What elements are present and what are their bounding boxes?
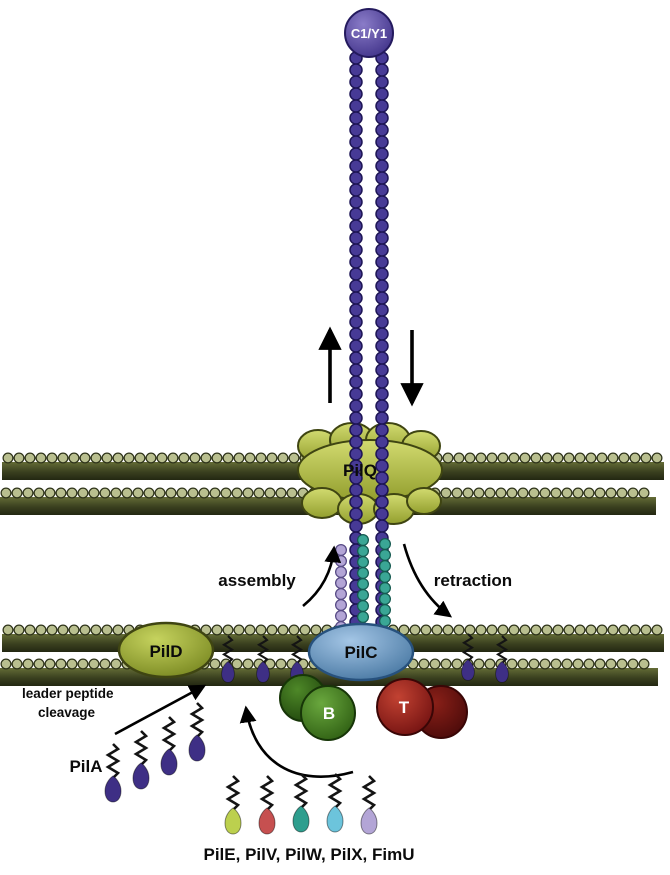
cap-label: C1/Y1 <box>351 26 387 41</box>
pila-pilin <box>103 742 123 804</box>
tip-adhesin-cap <box>344 8 394 58</box>
pilt-label: T <box>399 698 410 717</box>
pila-pilin <box>131 729 151 791</box>
pilw-pilin <box>291 772 311 834</box>
pile-pilin <box>223 774 243 836</box>
pilv-pilin <box>257 774 277 836</box>
assembly-arrow <box>302 545 342 608</box>
minor-pilin-subunits <box>223 772 379 836</box>
minor-pilin-chains <box>335 534 391 642</box>
leader-peptide-label-line1: leader peptide <box>22 686 114 701</box>
fimu-pilin <box>359 774 379 836</box>
minor-pilin-recruitment-arrow <box>239 705 354 778</box>
pila-subunits <box>103 701 207 804</box>
pilq-complex <box>297 422 443 525</box>
pilc-label: PilC <box>344 643 377 662</box>
pila-label: PilA <box>69 757 102 776</box>
pilus-fiber <box>349 51 389 641</box>
leader-peptide-label-line2: cleavage <box>38 705 96 720</box>
pila-pilin <box>159 715 179 777</box>
retraction-arrow <box>402 543 453 618</box>
assembly-label: assembly <box>218 571 296 590</box>
pilq-label: PilQ <box>343 461 377 480</box>
leader-cleavage-arrow <box>114 684 207 736</box>
pilx-pilin <box>325 772 345 834</box>
pilc-protein <box>307 622 415 682</box>
pilb-atpase <box>279 674 356 741</box>
pila-pilin <box>187 701 207 763</box>
retraction-label: retraction <box>434 571 512 590</box>
pild-label: PilD <box>149 642 182 661</box>
pilb-label: B <box>323 704 335 723</box>
pilt-atpase <box>376 678 468 739</box>
minor-pilins-label: PilE, PilV, PilW, PilX, FimU <box>204 845 415 864</box>
pild-protein <box>117 621 215 679</box>
